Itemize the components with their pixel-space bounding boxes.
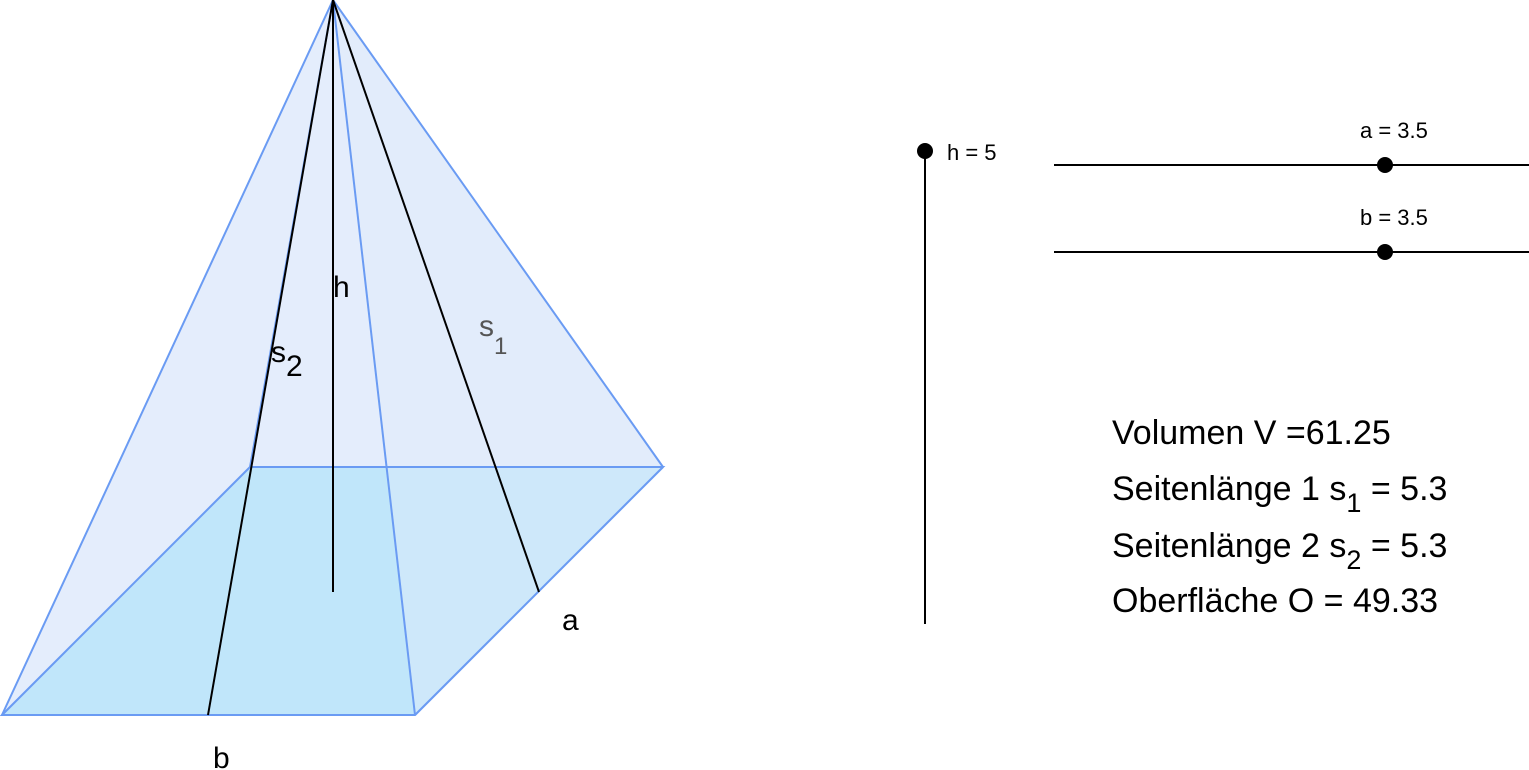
label-s2-letter: s bbox=[271, 336, 286, 369]
slider-a[interactable]: a = 3.5 bbox=[1054, 118, 1529, 173]
edge-apex-front-right bbox=[332, 0, 416, 716]
label-s1-index: 1 bbox=[494, 333, 507, 360]
result-side1-index: 1 bbox=[1346, 488, 1361, 518]
pyramid-front-face bbox=[2, 0, 415, 715]
label-s1-letter: s bbox=[479, 310, 494, 343]
slider-h-handle[interactable] bbox=[917, 143, 933, 159]
slider-a-handle[interactable] bbox=[1377, 157, 1393, 173]
edge-base-left bbox=[1, 466, 251, 716]
result-side2: Seitenlänge 2 s2 = 5.3 bbox=[1112, 527, 1447, 575]
label-a: a bbox=[562, 604, 579, 637]
label-h: h bbox=[333, 271, 350, 304]
pyramid: h s2 s1 a b bbox=[0, 0, 666, 770]
slider-b-handle[interactable] bbox=[1377, 244, 1393, 260]
slant-height-s2 bbox=[207, 0, 334, 716]
pyramid-right-face bbox=[333, 0, 663, 715]
result-surface: Oberfläche O = 49.33 bbox=[1112, 582, 1438, 620]
slider-b-label: b = 3.5 bbox=[1360, 205, 1428, 230]
results-panel: Volumen V =61.25 Seitenlänge 1 s1 = 5.3 … bbox=[1112, 414, 1447, 620]
result-side1: Seitenlänge 1 s1 = 5.3 bbox=[1112, 470, 1447, 518]
label-b: b bbox=[213, 742, 230, 770]
slant-height-s1 bbox=[332, 0, 540, 593]
slider-a-label: a = 3.5 bbox=[1360, 118, 1428, 143]
result-side2-suffix: = 5.3 bbox=[1361, 527, 1447, 565]
edge-apex-front-left bbox=[1, 0, 334, 716]
result-side2-prefix: Seitenlänge 2 s bbox=[1112, 527, 1346, 565]
label-s1: s1 bbox=[479, 310, 507, 360]
result-volume: Volumen V =61.25 bbox=[1112, 414, 1391, 452]
label-s2-index: 2 bbox=[286, 350, 303, 383]
slider-h-label: h = 5 bbox=[947, 140, 997, 165]
slider-h[interactable]: h = 5 bbox=[917, 140, 997, 624]
label-s2: s2 bbox=[271, 336, 303, 383]
slider-b[interactable]: b = 3.5 bbox=[1054, 205, 1529, 260]
edge-apex-back-right bbox=[332, 0, 664, 468]
result-side1-suffix: = 5.3 bbox=[1361, 470, 1447, 508]
result-side2-index: 2 bbox=[1346, 545, 1361, 575]
result-side1-prefix: Seitenlänge 1 s bbox=[1112, 470, 1346, 508]
